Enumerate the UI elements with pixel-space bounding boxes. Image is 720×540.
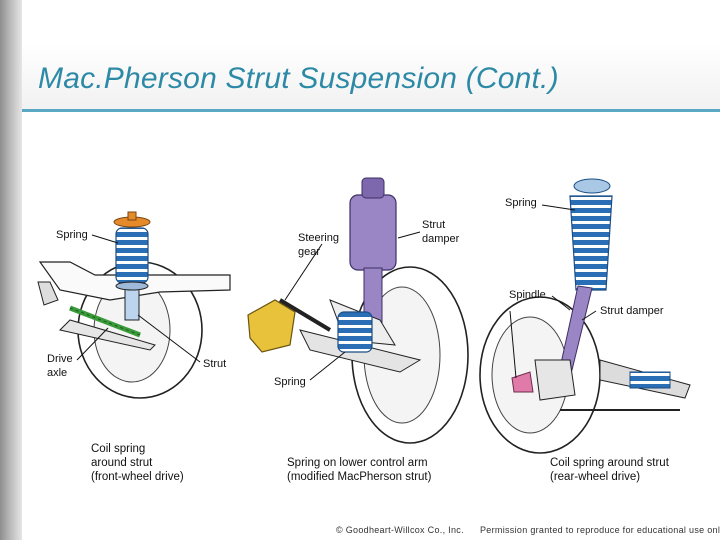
panel-1-label-axle: axle	[47, 367, 68, 379]
panel-1-caption-line-3: (front-wheel drive)	[91, 471, 184, 483]
panel-3-label-spindle: Spindle	[509, 289, 546, 301]
footer-copyright: © Goodheart-Willcox Co., Inc.	[336, 525, 464, 535]
panel-2-steering-gear	[247, 299, 296, 353]
panel-1-diagram	[37, 211, 231, 399]
panel-2-label-steering: Steering	[298, 232, 339, 244]
footer-permission: Permission granted to reproduce for educ…	[480, 525, 720, 535]
slide-left-bar	[0, 0, 22, 540]
panel-3-label-strut-damper: Strut damper	[600, 305, 664, 317]
panel-2-label-spring: Spring	[274, 376, 306, 388]
panel-3-label-spring: Spring	[505, 197, 537, 209]
panel-3-diagram	[479, 178, 691, 454]
panel-2-label-damper: damper	[422, 233, 460, 245]
panel-3-caption-line-2: (rear-wheel drive)	[550, 471, 641, 483]
panel-2-caption-line-1: Spring on lower control arm	[287, 457, 428, 469]
panel-1-caption-line-1: Coil spring	[91, 443, 146, 455]
panel-2-strut	[349, 194, 397, 271]
title-area	[22, 0, 720, 110]
panel-2-diagram	[247, 177, 469, 444]
panel-1-spring	[115, 227, 149, 284]
panel-1-label-spring: Spring	[56, 229, 88, 241]
panel-1-label-strut: Strut	[203, 358, 227, 370]
panel-3-spring	[569, 195, 613, 291]
title-divider	[22, 109, 720, 112]
slide-title: Mac.Pherson Strut Suspension (Cont.)	[38, 62, 559, 95]
panel-2-label-strut: Strut	[422, 219, 446, 231]
panel-1-caption-line-2: around strut	[91, 457, 153, 469]
panel-2-label-gear: gear	[298, 246, 321, 258]
panel-2-spring	[337, 311, 373, 353]
panel-2-caption-line-2: (modified MacPherson strut)	[287, 471, 432, 483]
panel-3-caption-line-1: Coil spring around strut	[550, 457, 669, 469]
panel-1-label-drive: Drive	[47, 353, 73, 365]
